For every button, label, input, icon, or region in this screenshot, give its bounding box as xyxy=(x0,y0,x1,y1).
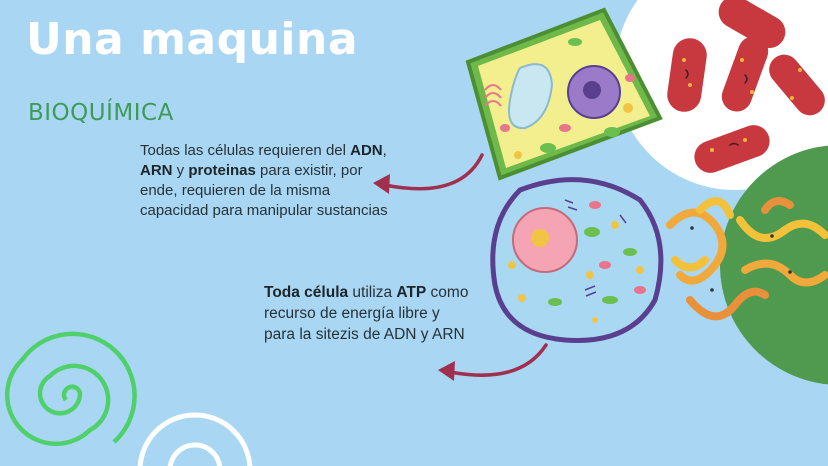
p2-bold-atp: ATP xyxy=(396,284,427,301)
worm-cells-illustration xyxy=(666,197,828,321)
p2-bold-toda-celula: Toda célula xyxy=(264,284,349,301)
paragraph-atp: Toda célula utiliza ATP como recurso de … xyxy=(264,282,474,345)
plant-cell-illustration xyxy=(465,7,663,181)
bacteria-illustration xyxy=(667,0,825,173)
slide-subtitle: BIOQUÍMICA xyxy=(28,100,174,126)
p1-bold-proteinas: proteinas xyxy=(188,162,256,179)
p1-text-2: , xyxy=(382,142,387,159)
p1-text-4: para existir, por ende, requieren de la … xyxy=(140,162,388,219)
curved-arrow-icon xyxy=(383,153,548,377)
p1-text-1: Todas las células requieren del xyxy=(140,142,351,159)
p1-bold-adn: ADN xyxy=(350,142,383,159)
p2-text-1: utiliza xyxy=(348,284,397,301)
p2-text-2: como recurso de energía libre y para la … xyxy=(264,284,469,343)
p1-text-3: y xyxy=(172,162,189,179)
slide-title: Una maquina xyxy=(26,14,359,65)
animal-cell-illustration xyxy=(490,177,664,343)
white-blob xyxy=(615,0,828,190)
p1-bold-arn: ARN xyxy=(140,162,173,179)
paragraph-cells-requirements: Todas las células requieren del ADN, ARN… xyxy=(140,141,390,221)
spiral-decoration xyxy=(4,331,253,466)
